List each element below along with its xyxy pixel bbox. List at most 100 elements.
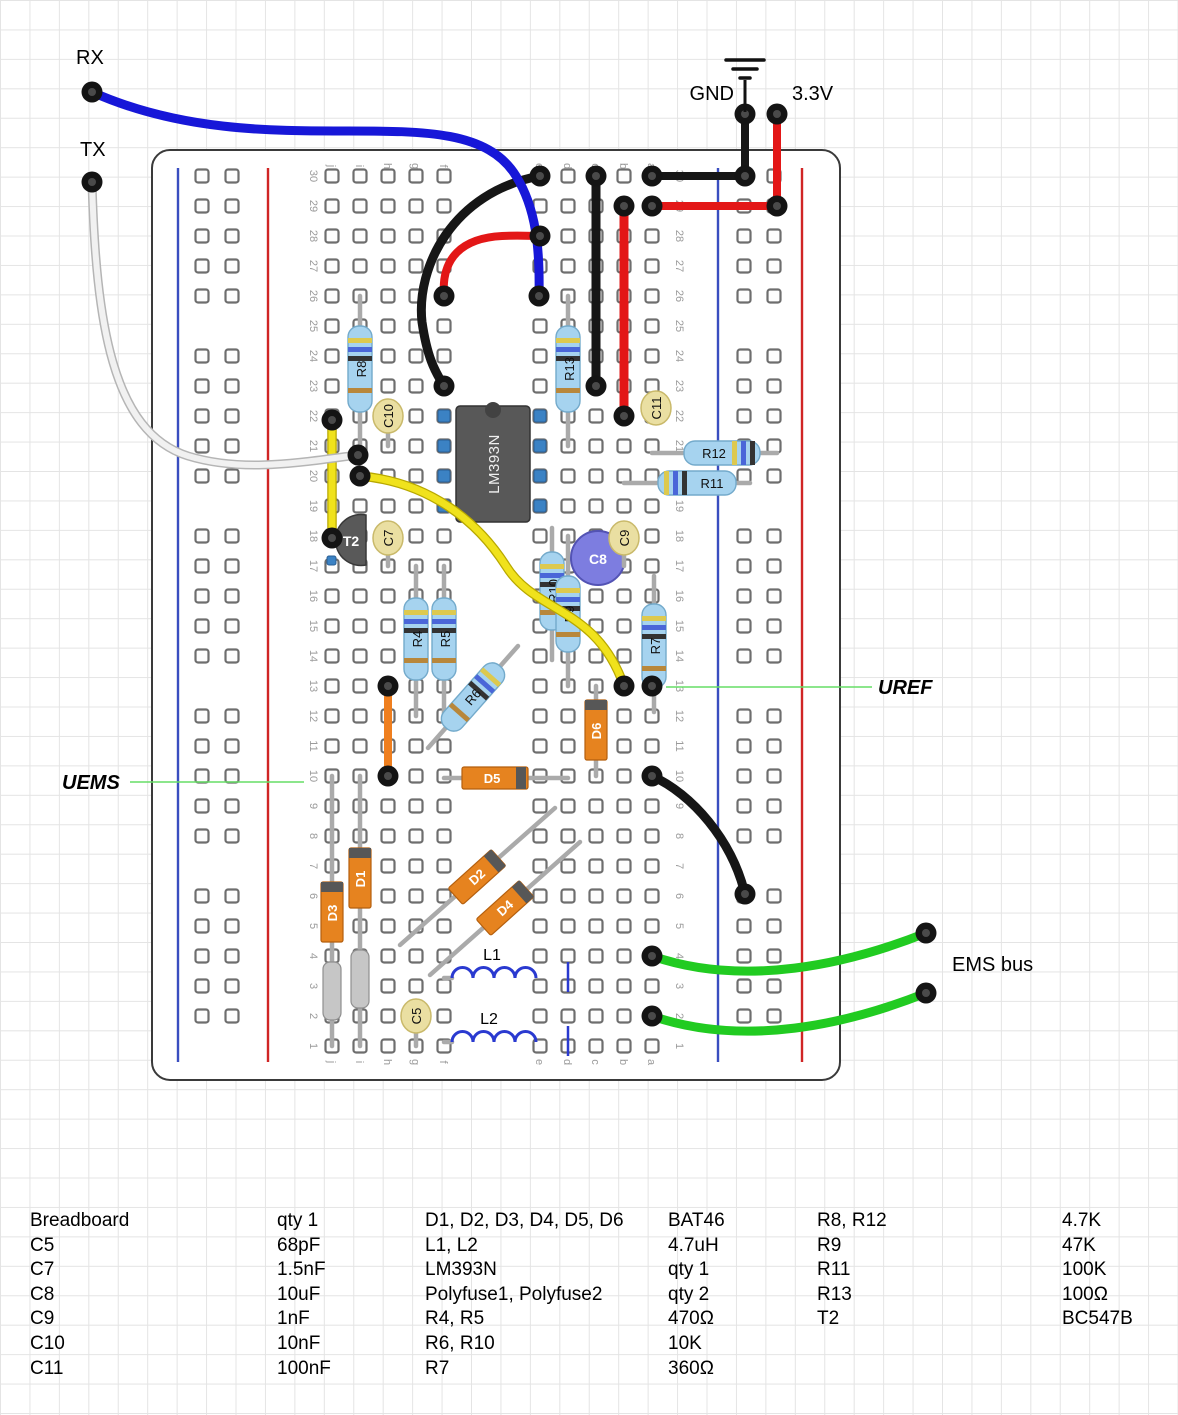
- breadboard-hole: [324, 288, 340, 304]
- part-name: D1, D2, D3, D4, D5, D6: [425, 1210, 624, 1231]
- row-number: 16: [307, 590, 319, 602]
- part-name: C7: [30, 1259, 55, 1281]
- part-value: BC547B: [1062, 1308, 1133, 1330]
- breadboard-hole: [380, 888, 396, 904]
- breadboard-rail-hole: [224, 918, 240, 934]
- breadboard-hole: [616, 828, 632, 844]
- resistor-label: R5: [438, 631, 453, 648]
- breadboard-hole: [408, 168, 424, 184]
- breadboard-hole: [408, 768, 424, 784]
- part-value: BAT46: [668, 1210, 725, 1231]
- part-name: LM393N: [425, 1259, 497, 1281]
- breadboard-hole: [532, 858, 548, 874]
- row-number: 15: [673, 620, 685, 632]
- breadboard-hole: [352, 228, 368, 244]
- breadboard-rail-hole: [736, 648, 752, 664]
- wire-pad-center: [648, 682, 656, 690]
- breadboard-hole: [436, 318, 452, 334]
- breadboard-hole: [616, 588, 632, 604]
- wire-pad-center: [741, 890, 749, 898]
- breadboard-rail-hole: [736, 618, 752, 634]
- wire-pad-center: [354, 451, 362, 459]
- breadboard-hole: [352, 498, 368, 514]
- breadboard-rail-hole: [766, 768, 782, 784]
- breadboard-hole: [380, 318, 396, 334]
- row-number: 27: [307, 260, 319, 272]
- row-number: 16: [673, 590, 685, 602]
- breadboard-hole: [380, 378, 396, 394]
- tx-label: TX: [80, 139, 106, 161]
- breadboard-hole: [380, 1038, 396, 1054]
- breadboard-hole: [644, 828, 660, 844]
- breadboard-rail-hole: [736, 258, 752, 274]
- breadboard-hole: [532, 978, 548, 994]
- column-letter: i: [353, 1061, 365, 1063]
- breadboard-rail-hole: [736, 768, 752, 784]
- breadboard-hole: [408, 258, 424, 274]
- row-number: 10: [673, 770, 685, 782]
- row-number: 13: [307, 680, 319, 692]
- breadboard-hole: [532, 528, 548, 544]
- column-letter: d: [561, 163, 573, 169]
- wire-pad-center: [535, 292, 543, 300]
- breadboard-hole: [588, 978, 604, 994]
- breadboard-hole: [644, 318, 660, 334]
- part-value: 360Ω: [668, 1357, 714, 1379]
- row-number: 7: [673, 863, 685, 869]
- part-name: Breadboard: [30, 1210, 130, 1231]
- breadboard-rail-hole: [766, 528, 782, 544]
- part-name: T2: [817, 1308, 840, 1330]
- breadboard-hole: [616, 738, 632, 754]
- part-name: R4, R5: [425, 1308, 485, 1330]
- breadboard-rail-hole: [194, 798, 210, 814]
- diode-D6: D6: [584, 683, 608, 779]
- wire-pad-center: [620, 412, 628, 420]
- breadboard-hole: [436, 798, 452, 814]
- part-value: 1nF: [277, 1308, 310, 1330]
- breadboard-hole: [436, 828, 452, 844]
- breadboard-rail-hole: [194, 828, 210, 844]
- diode-D3: D3: [320, 881, 344, 943]
- breadboard-hole: [644, 528, 660, 544]
- row-number: 1: [307, 1043, 319, 1049]
- breadboard-hole: [380, 618, 396, 634]
- breadboard-rail-hole: [736, 408, 752, 424]
- breadboard-hole: [380, 828, 396, 844]
- breadboard-rail-hole: [224, 468, 240, 484]
- wire-pad-center: [922, 929, 930, 937]
- breadboard-hole: [616, 648, 632, 664]
- breadboard-hole: [324, 588, 340, 604]
- row-number: 9: [307, 803, 319, 809]
- wire-pad-center: [536, 232, 544, 240]
- breadboard-hole: [532, 828, 548, 844]
- ems-bus-label: EMS bus: [952, 954, 1033, 976]
- breadboard-rail-hole: [194, 918, 210, 934]
- row-number: 30: [307, 170, 319, 182]
- wire-pad-center: [592, 172, 600, 180]
- row-number: 27: [673, 260, 685, 272]
- capacitor-label: C10: [381, 404, 396, 428]
- column-letter: b: [617, 1059, 629, 1065]
- row-number: 5: [673, 923, 685, 929]
- breadboard-hole: [560, 198, 576, 214]
- part-value: qty 1: [668, 1259, 710, 1281]
- breadboard-hole: [588, 948, 604, 964]
- row-number: 19: [673, 500, 685, 512]
- resistor-R12: R12: [649, 440, 780, 466]
- part-value: 100nF: [277, 1357, 331, 1379]
- capacitor-label: C8: [589, 551, 607, 567]
- breadboard-rail-hole: [766, 948, 782, 964]
- breadboard-hole: [616, 798, 632, 814]
- breadboard-hole: [436, 528, 452, 544]
- breadboard-hole: [532, 378, 548, 394]
- part-name: R13: [817, 1283, 852, 1305]
- breadboard-hole: [532, 918, 548, 934]
- breadboard-rail-hole: [194, 288, 210, 304]
